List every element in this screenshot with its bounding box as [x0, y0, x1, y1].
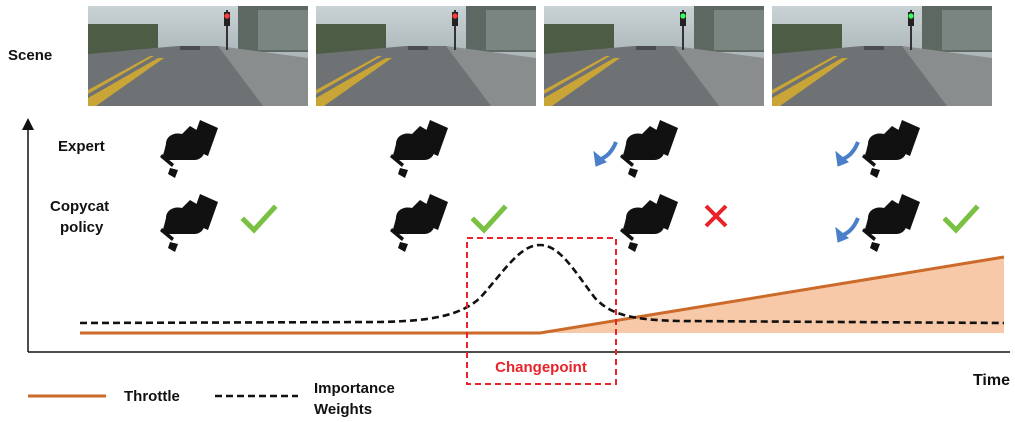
scene-image-1: [88, 6, 308, 106]
changepoint-label: Changepoint: [495, 359, 587, 376]
expert-release-arrow-icon-4: [834, 140, 860, 168]
copycat-pedal-icon-1: [160, 194, 218, 252]
expert-pedal-icon-4: [862, 120, 920, 178]
copycat-pedal-icon-3: [620, 194, 678, 252]
scene-label: Scene: [8, 47, 53, 64]
legend-importance-label-line2: Weights: [314, 401, 372, 418]
legend-throttle-label: Throttle: [124, 388, 180, 405]
copycat-pedal-icon-4: [862, 194, 920, 252]
checkmark-icon-2: [474, 208, 504, 230]
throttle-line: [80, 255, 1005, 335]
x-axis-label: Time: [973, 372, 1010, 389]
scene-image-3: [544, 6, 764, 106]
copycat-label-line2: policy: [60, 219, 104, 236]
cross-icon-3: [704, 204, 728, 228]
scene-image-2: [316, 6, 536, 106]
legend-importance-label-line1: Importance: [314, 380, 395, 397]
expert-label: Expert: [58, 138, 105, 155]
checkmark-icon-4: [946, 208, 976, 230]
importance-weights-curve: [79, 243, 1005, 325]
expert-pedal-icon-3: [620, 120, 678, 178]
expert-pedal-icon-1: [160, 120, 218, 178]
copycat-label-line1: Copycat: [50, 198, 110, 215]
scene-image-4: [772, 6, 992, 106]
expert-release-arrow-icon-3: [592, 140, 618, 168]
changepoint-box: [466, 237, 617, 385]
checkmark-icon-1: [244, 208, 274, 230]
expert-pedal-icon-2: [390, 120, 448, 178]
copycat-release-arrow-icon-4: [834, 216, 860, 244]
copycat-pedal-icon-2: [390, 194, 448, 252]
